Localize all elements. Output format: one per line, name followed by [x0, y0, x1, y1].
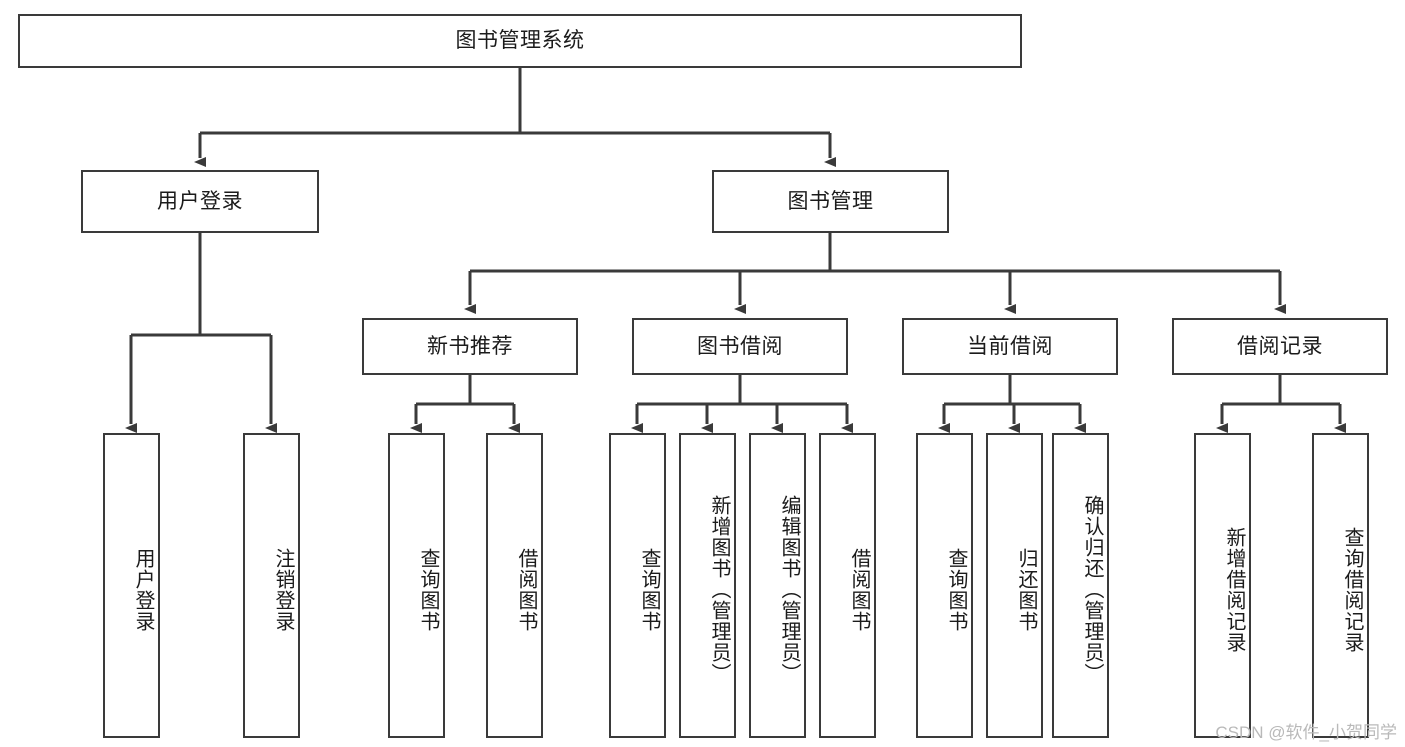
node-borrow-record[interactable]: 借阅记录 — [1172, 318, 1388, 375]
node-new-book-rec[interactable]: 新书推荐 — [362, 318, 578, 375]
node-leaf-return-book[interactable]: 归还图书 — [986, 433, 1043, 738]
node-leaf-logout-label: 注销登录 — [272, 547, 294, 632]
node-leaf-add-record-label: 新增借阅记录 — [1223, 526, 1245, 653]
node-book-manage-label: 图书管理 — [787, 189, 874, 213]
csdn-watermark: CSDN @软件_小贺同学 — [1215, 723, 1397, 742]
node-current-borrow[interactable]: 当前借阅 — [902, 318, 1118, 375]
node-leaf-query-record[interactable]: 查询借阅记录 — [1312, 433, 1369, 738]
node-leaf-return-book-label: 归还图书 — [1015, 547, 1037, 632]
node-user-login-label: 用户登录 — [157, 189, 243, 213]
node-leaf-logout[interactable]: 注销登录 — [243, 433, 300, 738]
node-leaf-user-login-label: 用户登录 — [132, 547, 154, 632]
node-leaf-query-book-1[interactable]: 查询图书 — [388, 433, 445, 738]
node-leaf-borrow-book-1[interactable]: 借阅图书 — [486, 433, 543, 738]
node-leaf-borrow-book-1-label: 借阅图书 — [515, 547, 537, 632]
node-borrow-record-label: 借阅记录 — [1237, 334, 1323, 358]
node-leaf-query-book-3[interactable]: 查询图书 — [916, 433, 973, 738]
node-root[interactable]: 图书管理系统 — [18, 14, 1022, 68]
node-leaf-borrow-book-2[interactable]: 借阅图书 — [819, 433, 876, 738]
node-book-borrow[interactable]: 图书借阅 — [632, 318, 848, 375]
node-leaf-edit-book[interactable]: 编辑图书（管理员） — [749, 433, 806, 738]
node-leaf-query-book-2-label: 查询图书 — [638, 547, 660, 632]
node-new-book-rec-label: 新书推荐 — [427, 334, 513, 358]
node-leaf-edit-book-label: 编辑图书（管理员） — [778, 495, 800, 684]
node-leaf-borrow-book-2-label: 借阅图书 — [848, 547, 870, 632]
node-leaf-add-record[interactable]: 新增借阅记录 — [1194, 433, 1251, 738]
node-leaf-add-book[interactable]: 新增图书（管理员） — [679, 433, 736, 738]
node-leaf-query-book-3-label: 查询图书 — [945, 547, 967, 632]
node-user-login[interactable]: 用户登录 — [81, 170, 319, 233]
node-leaf-confirm-return[interactable]: 确认归还（管理员） — [1052, 433, 1109, 738]
node-leaf-query-book-2[interactable]: 查询图书 — [609, 433, 666, 738]
node-current-borrow-label: 当前借阅 — [967, 334, 1053, 358]
node-leaf-query-book-1-label: 查询图书 — [417, 547, 439, 632]
node-book-manage[interactable]: 图书管理 — [712, 170, 949, 233]
node-leaf-user-login[interactable]: 用户登录 — [103, 433, 160, 738]
node-leaf-query-record-label: 查询借阅记录 — [1341, 526, 1363, 653]
node-book-borrow-label: 图书借阅 — [697, 334, 783, 358]
node-leaf-add-book-label: 新增图书（管理员） — [708, 495, 730, 684]
node-root-label: 图书管理系统 — [455, 29, 585, 53]
node-leaf-confirm-return-label: 确认归还（管理员） — [1081, 495, 1103, 684]
